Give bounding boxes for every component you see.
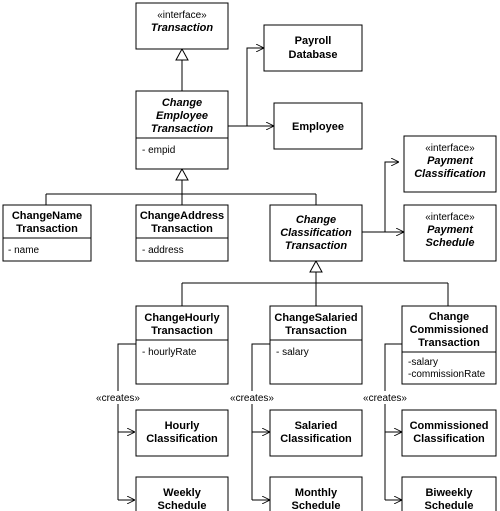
- class-payment-classification[interactable]: «interface» Payment Classification: [403, 135, 497, 193]
- class-name-line: Change: [296, 214, 336, 226]
- class-name-line: Payroll: [295, 35, 332, 47]
- class-name-line: Schedule: [425, 500, 474, 511]
- class-name-line: Hourly: [165, 420, 201, 432]
- attribute: - empid: [142, 145, 175, 156]
- association-to-payroll-database: [228, 48, 264, 127]
- class-name-line: Classification: [280, 433, 352, 445]
- class-name-line: Change: [162, 97, 202, 109]
- creates-label-salaried: «creates»: [230, 393, 274, 404]
- class-name-line: ChangeSalaried: [274, 312, 357, 324]
- class-monthly-schedule[interactable]: Monthly Schedule: [269, 476, 363, 511]
- creates-label-hourly: «creates»: [96, 393, 140, 404]
- connectors: [45, 47, 449, 500]
- class-name-line: Schedule: [292, 500, 341, 511]
- class-name-line: Monthly: [295, 487, 338, 499]
- attribute: - name: [8, 245, 40, 256]
- class-weekly-schedule[interactable]: Weekly Schedule: [135, 476, 229, 511]
- class-name-line: Schedule: [158, 500, 207, 511]
- class-name-line: Schedule: [426, 237, 475, 249]
- class-name: Transaction: [151, 22, 213, 34]
- class-name-line: Payment: [427, 155, 474, 167]
- class-change-name-transaction[interactable]: ChangeName Transaction - name: [2, 204, 92, 262]
- class-transaction[interactable]: «interface» Transaction: [135, 2, 229, 50]
- generalization-triangle: [309, 259, 323, 273]
- class-change-classification-transaction[interactable]: Change Classification Transaction: [269, 204, 363, 262]
- class-name-line: Weekly: [163, 487, 202, 499]
- class-biweekly-schedule[interactable]: Biweekly Schedule: [401, 476, 497, 511]
- creates-commissioned-line: [384, 343, 402, 500]
- class-name-line: Employee: [156, 110, 208, 122]
- class-name-line: Transaction: [285, 325, 347, 337]
- class-name-line: Classification: [280, 227, 352, 239]
- class-name-line: Salaried: [295, 420, 338, 432]
- class-name-line: Transaction: [418, 337, 480, 349]
- class-name-line: Classification: [146, 433, 218, 445]
- stereotype: «interface»: [425, 143, 475, 154]
- class-name-line: ChangeHourly: [144, 312, 220, 324]
- attribute: -commissionRate: [408, 369, 486, 380]
- attribute: -salary: [408, 357, 438, 368]
- class-change-hourly-transaction[interactable]: ChangeHourly Transaction - hourlyRate: [135, 305, 229, 385]
- class-name-line: Commissioned: [410, 420, 489, 432]
- generalization-triangle: [175, 47, 189, 61]
- stereotype: «interface»: [157, 10, 207, 21]
- creates-label-commissioned: «creates»: [363, 393, 407, 404]
- class-payment-schedule[interactable]: «interface» Payment Schedule: [403, 204, 497, 262]
- class-name-line: Commissioned: [410, 324, 489, 336]
- class-employee[interactable]: Employee: [273, 102, 363, 150]
- creates-salaried-line: [251, 343, 270, 500]
- class-salaried-classification[interactable]: Salaried Classification: [269, 409, 363, 457]
- association-to-payment-classification: [362, 162, 399, 233]
- class-payroll-database[interactable]: Payroll Database: [263, 24, 363, 72]
- class-name: Employee: [292, 121, 344, 133]
- class-commissioned-classification[interactable]: Commissioned Classification: [401, 409, 497, 457]
- class-name-line: Change: [429, 311, 469, 323]
- class-hourly-classification[interactable]: Hourly Classification: [135, 409, 229, 457]
- stereotype: «interface»: [425, 212, 475, 223]
- attribute: - salary: [276, 347, 309, 358]
- class-change-salaried-transaction[interactable]: ChangeSalaried Transaction - salary: [269, 305, 363, 385]
- class-name-line: Transaction: [151, 325, 213, 337]
- class-name-line: Payment: [427, 224, 474, 236]
- generalization-triangle: [175, 167, 189, 181]
- class-name-line: Database: [289, 49, 338, 61]
- class-change-address-transaction[interactable]: ChangeAddress Transaction - address: [135, 204, 229, 262]
- attribute: - address: [142, 245, 184, 256]
- class-change-commissioned-transaction[interactable]: Change Commissioned Transaction -salary …: [401, 305, 497, 385]
- class-name-line: Transaction: [151, 123, 213, 135]
- class-name-line: Transaction: [151, 223, 213, 235]
- class-name-line: ChangeName: [12, 210, 82, 222]
- class-change-employee-transaction[interactable]: Change Employee Transaction - empid: [135, 90, 229, 170]
- class-name-line: Classification: [414, 168, 486, 180]
- class-name-line: ChangeAddress: [140, 210, 224, 222]
- creates-labels: «creates» «creates» «creates»: [89, 391, 414, 404]
- class-name-line: Classification: [413, 433, 485, 445]
- class-name-line: Transaction: [285, 240, 347, 252]
- attribute: - hourlyRate: [142, 347, 197, 358]
- class-name-line: Transaction: [16, 223, 78, 235]
- class-name-line: Biweekly: [425, 487, 473, 499]
- creates-hourly-line: [117, 343, 136, 500]
